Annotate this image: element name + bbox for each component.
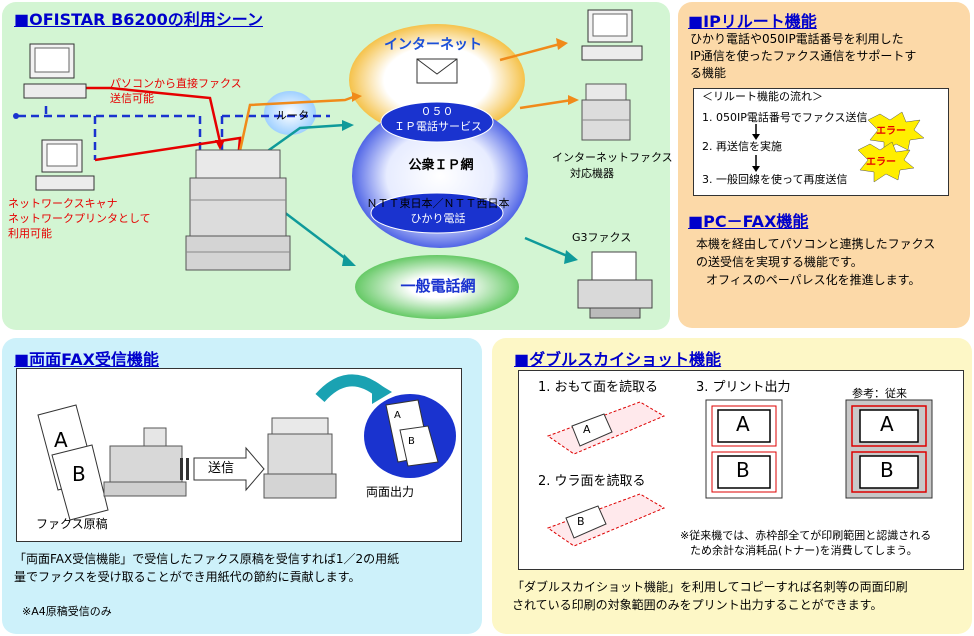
- scanner-printer-label-2: ネットワークプリンタとして: [8, 212, 151, 225]
- internet-fax-label-1: インターネットファクス: [552, 151, 673, 164]
- scanner-printer-label-1: ネットワークスキャナ: [8, 197, 118, 210]
- sky-note-2: ため余計な消耗品(トナー)を消費してしまう。: [690, 544, 918, 557]
- reroute-step-2: 2. 再送信を実施: [702, 140, 782, 153]
- output-b-letter: B: [408, 436, 415, 447]
- fax-original-label: ファクス原稿: [36, 517, 108, 531]
- ntt-label-1: ＮＴＴ東日本／ＮＴＴ西日本: [366, 197, 510, 210]
- pcfax-desc-1: 本機を経由してパソコンと連携したファクス: [696, 237, 936, 251]
- internet-fax-label-2: 対応機器: [570, 167, 614, 180]
- pc-direct-fax-label-2: 送信可能: [110, 92, 154, 105]
- ip-service-label-2: ＩＰ電話サービス: [394, 120, 482, 133]
- pc-right-icon: [581, 9, 643, 61]
- original-b-letter: B: [72, 462, 86, 486]
- ip-reroute-desc-3: る機能: [690, 66, 727, 80]
- duplex-fax-title: ■両面FAX受信機能: [14, 350, 159, 369]
- mail-envelope-icon: [416, 58, 458, 84]
- sky-note-1: ※従来機では、赤枠部全てが印刷範囲と認識される: [680, 529, 932, 542]
- error-label-2: エラー: [866, 157, 896, 168]
- scan1-a-letter: A: [583, 423, 591, 436]
- duplex-fax-note: ※A4原稿受信のみ: [22, 605, 112, 618]
- pcfax-title: ■PC－FAX機能: [688, 212, 809, 231]
- reroute-step-3: 3. 一般回線を使って再度送信: [702, 173, 848, 186]
- g3-fax-label: G3ファクス: [572, 231, 632, 244]
- error-burst-2-icon: [857, 141, 915, 183]
- router-label: ルータ: [276, 109, 309, 122]
- ip-service-label-1: ０５０: [420, 105, 454, 118]
- print-a-letter: A: [736, 412, 750, 436]
- original-a-letter: A: [54, 428, 68, 452]
- sky-step-2: 2. ウラ面を読取る: [538, 474, 646, 489]
- pc-top-icon: [23, 43, 87, 99]
- duplex-fax-desc-2: 量でファクスを受け取ることができ用紙代の節約に貢献します。: [14, 570, 361, 584]
- internet-fax-device-icon: [581, 83, 631, 141]
- output-a-letter: A: [394, 410, 401, 421]
- duplex-fax-desc-1: 「両面FAX受信機能」で受信したファクス原稿を受信すれば1／2の用紙: [14, 552, 400, 566]
- double-sky-title: ■ダブルスカイショット機能: [514, 350, 722, 369]
- print-b-letter: B: [736, 458, 750, 482]
- usage-scene-panel: [2, 2, 670, 330]
- error-burst-1-icon: [867, 111, 925, 153]
- reroute-step-1: 1. 050IP電話番号でファクス送信: [702, 111, 868, 124]
- pstn-oval: [355, 255, 519, 319]
- sky-step-3: 3. プリント出力: [696, 380, 791, 395]
- ref-a-letter: A: [880, 412, 894, 436]
- ntt-label-2: ひかり電話: [410, 212, 466, 225]
- scan2-b-letter: B: [577, 515, 585, 528]
- public-ip-label: 公衆ＩＰ網: [408, 158, 474, 173]
- pstn-label: 一般電話網: [400, 277, 476, 295]
- sky-reference-label: 参考：従来: [852, 387, 907, 400]
- duplex-output-label: 両面出力: [366, 485, 415, 499]
- pc-bottom-icon: [35, 139, 95, 191]
- pc-direct-fax-label-1: パソコンから直接ファクス: [110, 77, 242, 90]
- ip-reroute-title: ■IPリルート機能: [688, 12, 817, 31]
- ref-b-letter: B: [880, 458, 894, 482]
- g3-fax-icon: [577, 251, 653, 319]
- pcfax-desc-2: の送受信を実現する機能です。: [696, 255, 863, 269]
- hikari-oval: [370, 192, 504, 234]
- pcfax-desc-3: オフィスのペーパレス化を推進します。: [706, 273, 921, 287]
- mfp-device-icon: [185, 149, 291, 271]
- double-sky-desc-1: 「ダブルスカイショット機能」を利用してコピーすれば名刺等の両面印刷: [512, 580, 908, 594]
- double-sky-desc-2: されている印刷の対象範囲のみをプリント出力することができます。: [512, 598, 883, 612]
- reroute-flow-title: ＜リルート機能の流れ＞: [702, 90, 823, 103]
- ip-reroute-desc-2: IP通信を使ったファクス通信をサポートす: [690, 49, 917, 63]
- send-label: 送信: [208, 461, 235, 476]
- error-label-1: エラー: [876, 126, 906, 137]
- scanner-printer-label-3: 利用可能: [8, 227, 52, 240]
- ip-service-oval: [380, 101, 494, 143]
- internet-label: インターネット: [384, 37, 482, 53]
- usage-scene-title: ■OFISTAR B6200の利用シーン: [14, 10, 263, 29]
- ip-reroute-desc-1: ひかり電話や050IP電話番号を利用した: [690, 32, 904, 46]
- sky-step-1: 1. おもて面を読取る: [538, 380, 659, 395]
